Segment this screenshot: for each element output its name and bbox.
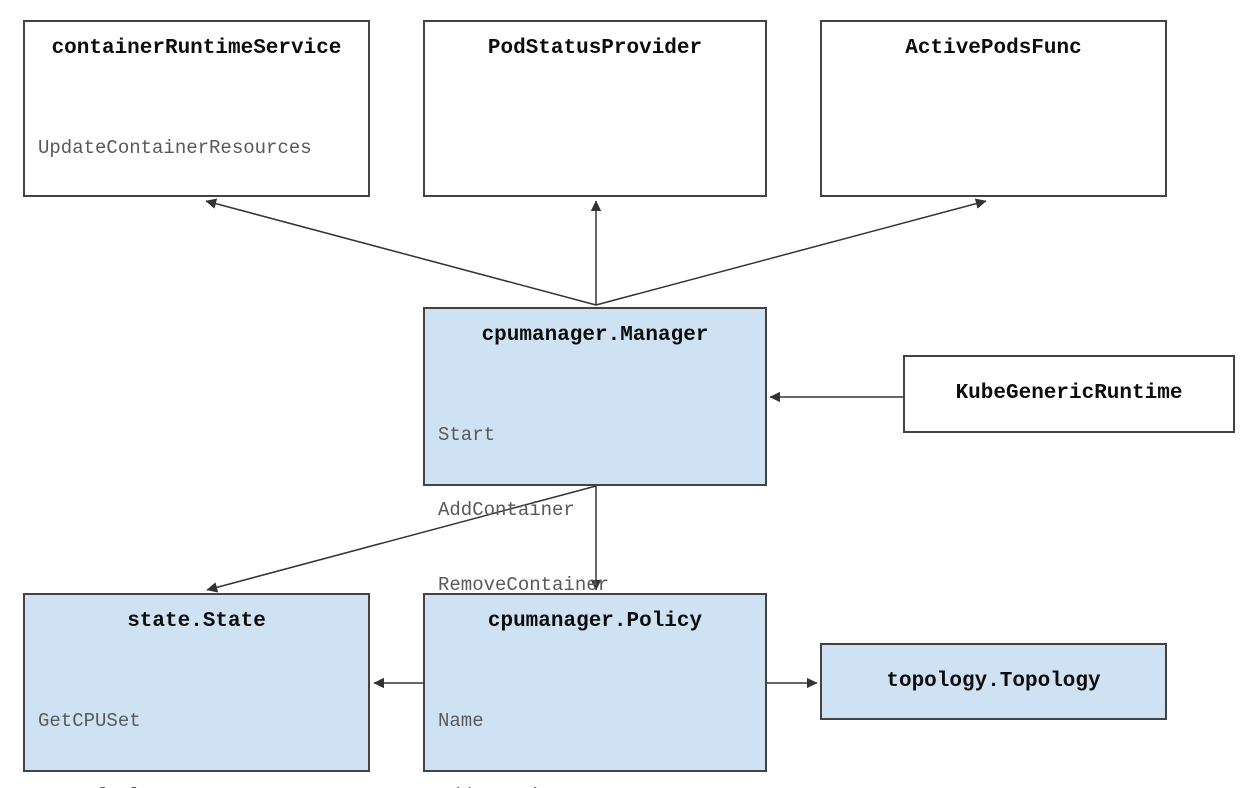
node-container-runtime-service: containerRuntimeService UpdateContainerR… — [23, 20, 370, 197]
node-cpumanager-manager: cpumanager.Manager Start AddContainer Re… — [423, 307, 767, 671]
node-title: PodStatusProvider — [487, 37, 703, 60]
node-title: state.State — [127, 610, 266, 633]
method-label: Name — [438, 710, 484, 732]
node-title: ActivePodsFunc — [905, 37, 1082, 60]
node-method-list: Name AddContainer RemoveContainer — [425, 659, 765, 788]
method-label: UpdateContainerResources — [38, 137, 312, 159]
edge-manager-to-container-runtime-service — [205, 198, 597, 306]
method-label: RemoveContainer — [438, 574, 610, 596]
method-label: AddContainer — [438, 499, 575, 521]
edge-manager-to-active-pods-func — [595, 198, 987, 306]
method-label: GetCPUSet — [38, 710, 141, 732]
node-title: containerRuntimeService — [51, 37, 342, 60]
node-topology-topology: topology.Topology — [820, 643, 1167, 720]
node-kube-generic-runtime: KubeGenericRuntime — [903, 355, 1235, 433]
node-title: cpumanager.Manager — [481, 324, 709, 347]
node-active-pods-func: ActivePodsFunc — [820, 20, 1167, 197]
node-method-list: UpdateContainerResources — [25, 86, 368, 211]
node-method-list: GetCPUSet GetDefaultCPUSet SetCPUSet Set… — [25, 659, 368, 788]
node-title: cpumanager.Policy — [487, 610, 703, 633]
node-title: topology.Topology — [886, 669, 1101, 693]
method-label: GetDefaultCPUSet — [38, 784, 368, 788]
node-cpumanager-policy: cpumanager.Policy Name AddContainer Remo… — [423, 593, 767, 788]
node-pod-status-provider: PodStatusProvider — [423, 20, 767, 197]
node-title: KubeGenericRuntime — [955, 382, 1183, 405]
method-label: Start — [438, 424, 496, 446]
method-label: AddContainer — [438, 784, 765, 788]
node-state-state: state.State GetCPUSet GetDefaultCPUSet S… — [23, 593, 370, 788]
